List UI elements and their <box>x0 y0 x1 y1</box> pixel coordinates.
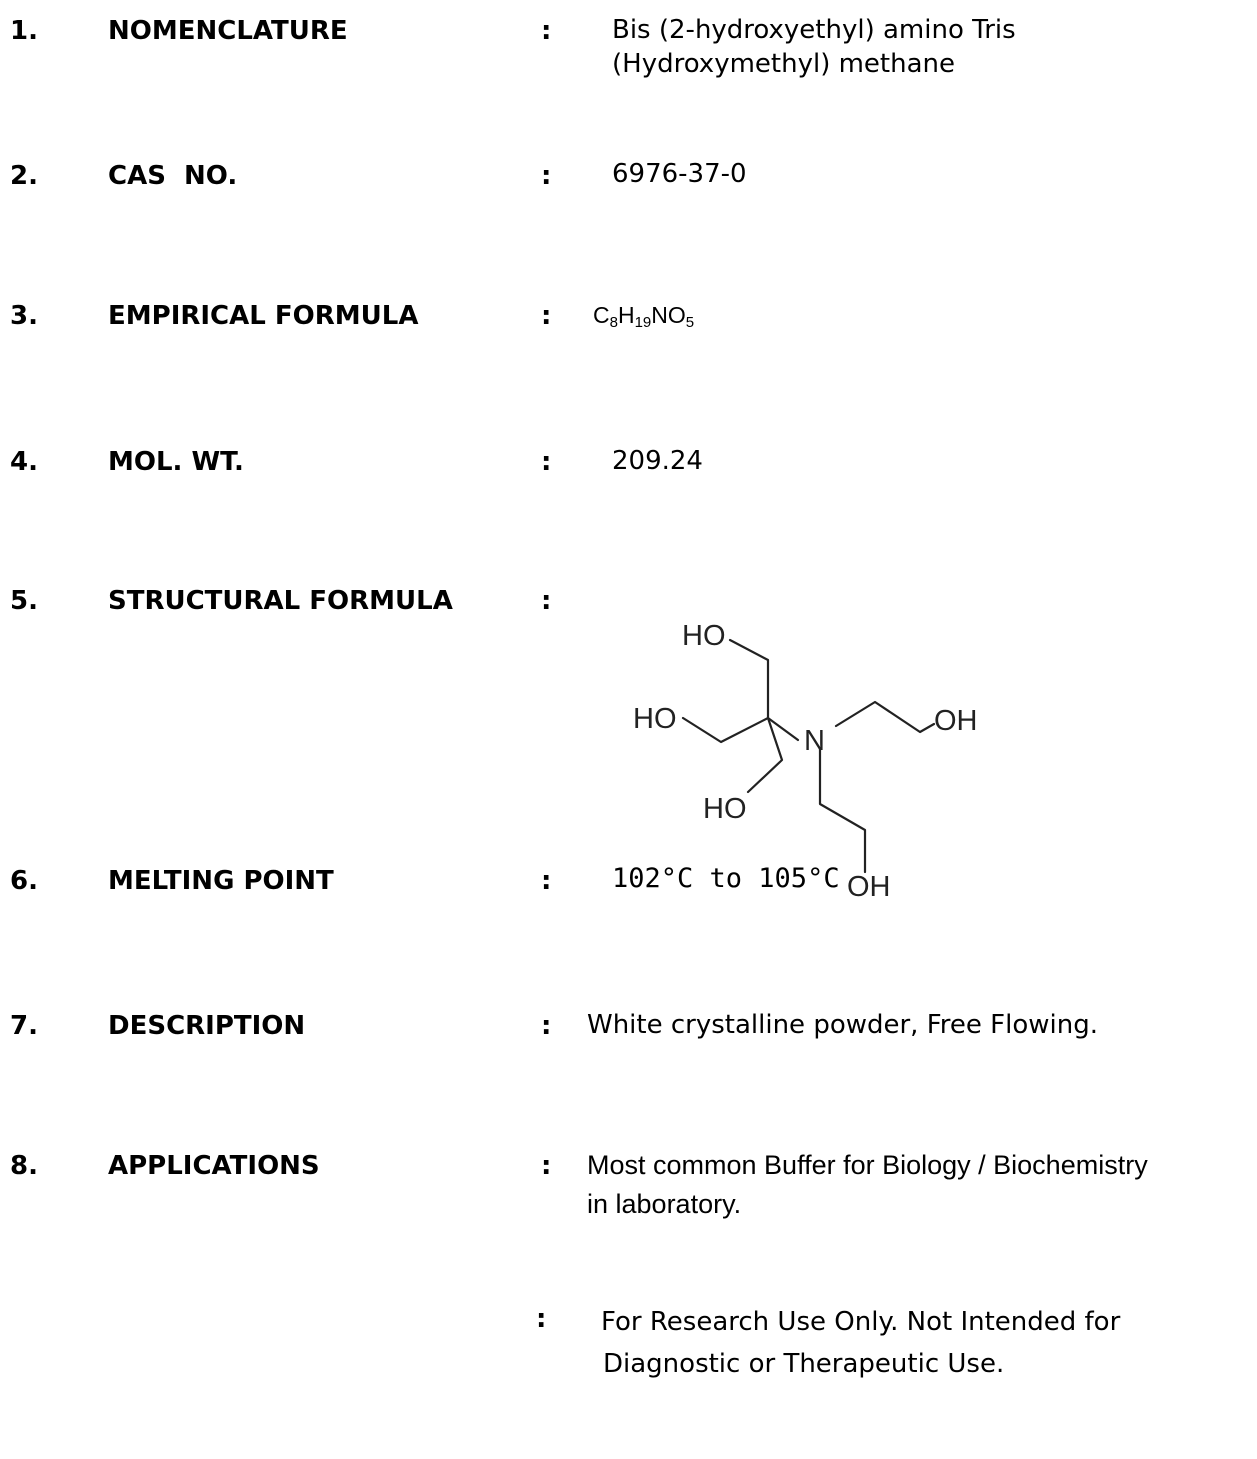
item-6-value: 102°C to 105°C <box>612 863 840 894</box>
item-4-value: 209.24 <box>612 446 703 476</box>
item-8-value-line-2: in laboratory. <box>587 1189 742 1220</box>
item-1-number: 1. <box>10 16 38 46</box>
atom-nitrogen: N <box>804 725 825 757</box>
item-2-label: CAS NO. <box>108 161 238 191</box>
item-4-number: 4. <box>10 447 38 477</box>
item-6-colon: : <box>541 866 552 896</box>
formula-hydrogen-count: 19 <box>634 314 652 331</box>
item-8-colon: : <box>541 1151 552 1181</box>
item-2-number: 2. <box>10 161 38 191</box>
bond-left-arm <box>681 716 770 744</box>
item-7-colon: : <box>541 1011 552 1041</box>
group-top-ho: HO <box>682 620 726 652</box>
group-left-ho: HO <box>633 703 677 735</box>
item-4-label: MOL. WT. <box>108 447 244 477</box>
item-8-value: Most common Buffer for Biology / Biochem… <box>587 1146 1148 1224</box>
item-8-label: APPLICATIONS <box>108 1151 320 1181</box>
formula-hydrogen: H <box>617 302 635 328</box>
bond-lower-arm <box>746 716 784 794</box>
item-3-colon: : <box>541 301 552 331</box>
item-7-number: 7. <box>10 1011 38 1041</box>
item-1-value-line-2: (Hydroxymethyl) methane <box>612 48 956 79</box>
item-5-number: 5. <box>10 586 38 616</box>
formula-oxygen-count: 5 <box>685 314 695 331</box>
formula-carbon-count: 8 <box>609 314 618 331</box>
group-right-oh: OH <box>934 705 978 737</box>
note-line-1: For Research Use Only. Not Intended for <box>601 1307 1121 1337</box>
item-5-colon: : <box>541 586 552 616</box>
item-5-label: STRUCTURAL FORMULA <box>108 586 453 616</box>
item-6-label: MELTING POINT <box>108 866 334 896</box>
bond-down-arm <box>818 746 867 874</box>
item-2-colon: : <box>541 161 552 191</box>
bond-top-arm <box>728 638 770 720</box>
item-7-value: White crystalline powder, Free Flowing. <box>587 1010 1098 1040</box>
item-1-label: NOMENCLATURE <box>108 16 348 46</box>
note-colon: : <box>536 1304 547 1334</box>
group-lower-ho: HO <box>703 793 747 825</box>
item-8-number: 8. <box>10 1151 38 1181</box>
note-line-2: Diagnostic or Therapeutic Use. <box>603 1348 1005 1379</box>
formula-nitrogen-oxygen: NO <box>651 302 686 328</box>
item-1-colon: : <box>541 16 552 46</box>
item-7-label: DESCRIPTION <box>108 1011 306 1041</box>
formula-carbon: C <box>593 302 610 328</box>
item-2-value: 6976-37-0 <box>612 159 747 189</box>
item-1-value-line-1: Bis (2-hydroxyethyl) amino Tris <box>612 15 1016 45</box>
group-bottom-oh: OH <box>847 871 891 903</box>
bond-right-arm <box>834 700 936 734</box>
item-3-label: EMPIRICAL FORMULA <box>108 301 419 331</box>
item-4-colon: : <box>541 447 552 477</box>
item-3-formula: C8H19NO5 <box>593 302 695 332</box>
item-8-value-line-1: Most common Buffer for Biology / Biochem… <box>587 1150 1148 1180</box>
research-use-note: For Research Use Only. Not Intended for … <box>601 1302 1120 1385</box>
item-3-number: 3. <box>10 301 38 331</box>
structural-formula-diagram: HO HO HO N OH OH <box>633 620 978 903</box>
bond-c-n <box>766 716 800 742</box>
item-6-number: 6. <box>10 866 38 896</box>
item-1-value: Bis (2-hydroxyethyl) amino Tris (Hydroxy… <box>612 14 1016 82</box>
